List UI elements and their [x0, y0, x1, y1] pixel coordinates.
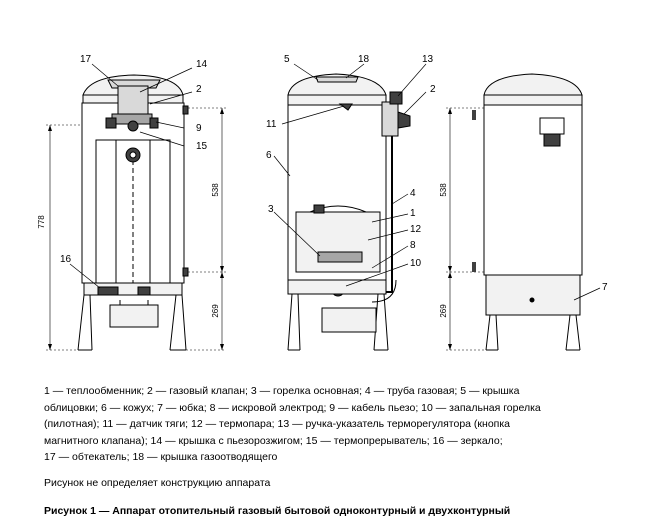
callout-7: 7	[602, 282, 608, 293]
callout-13: 13	[422, 54, 434, 65]
figure-caption: Рисунок 1 — Аппарат отопительный газовый…	[44, 504, 511, 517]
legend-line: магнитного клапана); 14 — крышка с пьезо…	[44, 434, 503, 447]
legend-line: облицовки; 6 — кожух; 7 — юбка; 8 — искр…	[44, 401, 541, 414]
callout-5: 5	[284, 54, 290, 65]
callout-17: 17	[80, 54, 92, 65]
dimension-front-lower: 269	[211, 304, 220, 318]
callout-4: 4	[410, 188, 416, 199]
rear-view	[446, 73, 601, 351]
callout-3: 3	[268, 204, 274, 215]
figure-note: Рисунок не определяет конструкцию аппара…	[44, 476, 271, 489]
callout-14: 14	[196, 59, 208, 70]
legend-line: 17 — обтекатель; 18 — крышка газоотводящ…	[44, 451, 278, 464]
dimension-front-upper: 538	[211, 183, 220, 197]
callout-2: 2	[196, 84, 202, 95]
side-view-section	[273, 63, 427, 351]
legend-line: (пилотная); 11 — датчик тяги; 12 — термо…	[44, 418, 511, 431]
callout-15: 15	[196, 141, 208, 152]
dimension-rear-lower: 269	[439, 304, 448, 318]
callout-1: 1	[410, 208, 416, 219]
callout-8: 8	[410, 240, 416, 251]
callout-9: 9	[196, 123, 202, 134]
callout-6: 6	[266, 150, 272, 161]
callouts-rear: 7	[602, 282, 608, 293]
callout-12: 12	[410, 224, 422, 235]
callouts-front: 17 14 2 9 15 16	[60, 54, 208, 265]
callout-16: 16	[60, 254, 72, 265]
caption-block: 1 — теплообменник; 2 — газовый клапан; 3…	[44, 383, 644, 517]
front-view	[46, 63, 226, 351]
callout-10: 10	[410, 258, 422, 269]
boiler-diagram: 17 14 2 9 15 16 5 18 13 2 11 6 4 1 12 3 …	[37, 54, 608, 351]
callout-11: 11	[266, 119, 277, 130]
callout-2-side: 2	[430, 84, 436, 95]
legend: 1 — теплообменник; 2 — газовый клапан; 3…	[44, 383, 644, 466]
dimension-rear-upper: 538	[439, 183, 448, 197]
legend-line: 1 — теплообменник; 2 — газовый клапан; 3…	[44, 385, 520, 397]
callouts-side: 5 18 13 2 11 6 4 1 12 3 8 10	[266, 54, 436, 269]
callout-18: 18	[358, 54, 370, 65]
dimension-front-total: 778	[37, 215, 46, 229]
